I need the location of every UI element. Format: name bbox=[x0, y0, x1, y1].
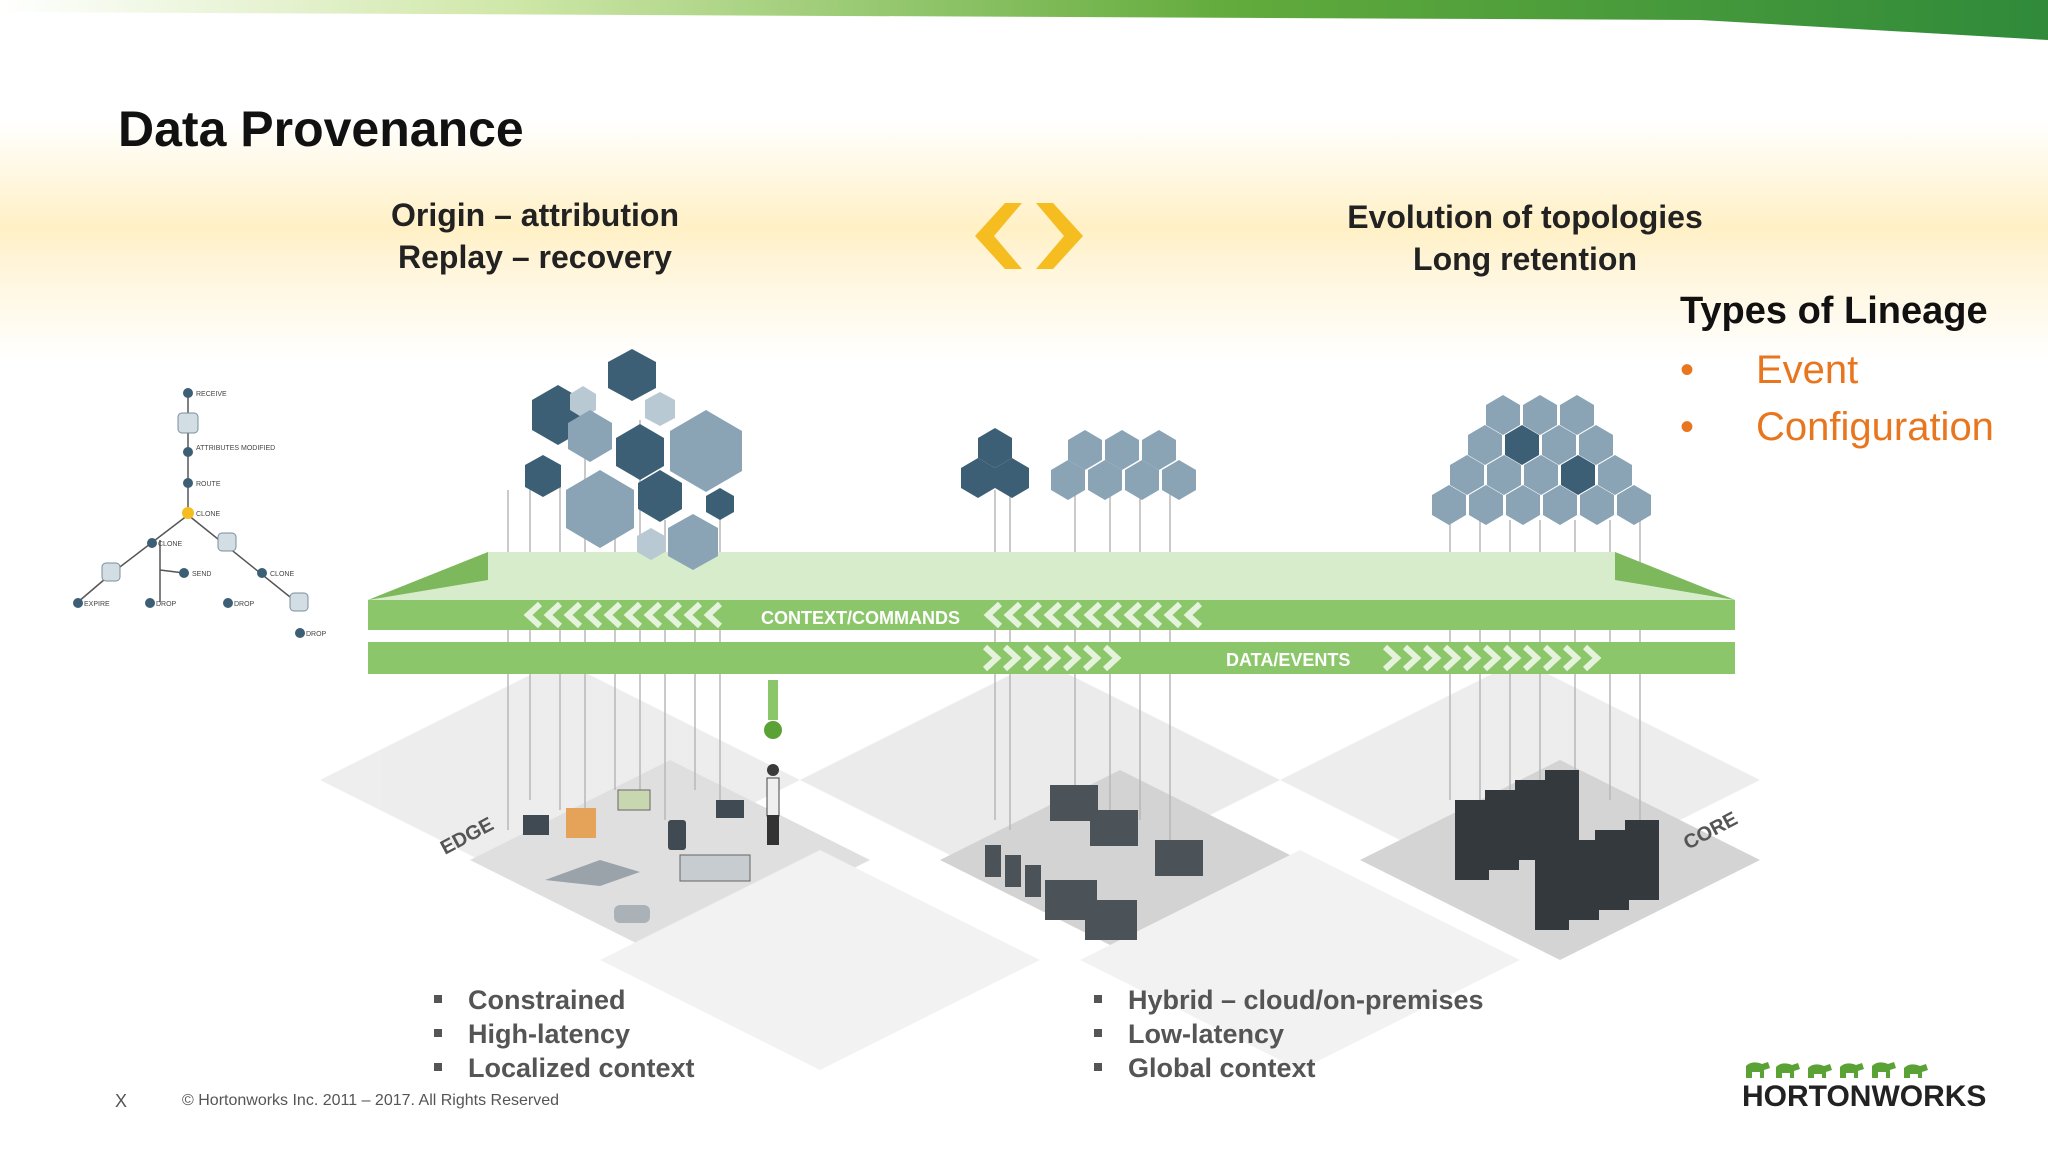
page-number: X bbox=[115, 1091, 128, 1111]
list-item-text: Global context bbox=[1128, 1053, 1316, 1083]
square-bullet-icon bbox=[434, 1028, 442, 1037]
core-servers bbox=[1455, 770, 1659, 930]
list-item: High-latency bbox=[434, 1017, 695, 1051]
list-item-text: Hybrid – cloud/on-premises bbox=[1128, 985, 1484, 1015]
bullet-icon: • bbox=[1680, 348, 1695, 392]
edge-bullet-list: Constrained High-latency Localized conte… bbox=[434, 983, 695, 1085]
square-bullet-icon bbox=[1094, 994, 1102, 1003]
flow-node-label: CLONE bbox=[196, 511, 220, 518]
list-item-text: Constrained bbox=[468, 985, 626, 1015]
lineage-item-configuration: • Configuration bbox=[1680, 405, 1994, 450]
data-band-label: DATA/EVENTS bbox=[1226, 650, 1350, 670]
data-band bbox=[368, 642, 1735, 674]
elephant-herd-icon bbox=[1746, 1062, 1928, 1078]
flow-node-label: CLONE bbox=[158, 541, 182, 548]
flow-node-label: ROUTE bbox=[196, 481, 221, 488]
lineage-title: Types of Lineage bbox=[1680, 290, 1988, 332]
flow-graph-nodes: RECEIVE ATTRIBUTES MODIFIED ROUTE CLONE … bbox=[73, 388, 327, 638]
copyright-text: © Hortonworks Inc. 2011 – 2017. All Righ… bbox=[182, 1092, 560, 1109]
left-header-line-2: Replay – recovery bbox=[398, 239, 672, 275]
left-header-line-1: Origin – attribution bbox=[391, 197, 679, 233]
lineage-item-label: Event bbox=[1756, 348, 1859, 392]
flow-node-label: EXPIRE bbox=[84, 601, 110, 608]
list-item-text: Localized context bbox=[468, 1053, 695, 1083]
core-bullet-list: Hybrid – cloud/on-premises Low-latency G… bbox=[1094, 983, 1484, 1085]
list-item-text: Low-latency bbox=[1128, 1019, 1285, 1049]
slide-title: Data Provenance bbox=[118, 101, 524, 157]
flow-node-label: DROP bbox=[234, 601, 255, 608]
middle-hexagons bbox=[961, 428, 1196, 500]
left-header: Origin – attribution Replay – recovery bbox=[360, 194, 710, 278]
core-hexagons bbox=[1432, 395, 1651, 525]
logo-text: HORTONWORKS bbox=[1742, 1080, 1987, 1113]
flow-node-label: DROP bbox=[156, 601, 177, 608]
lineage-item-label: Configuration bbox=[1756, 405, 1994, 449]
right-header: Evolution of topologies Long retention bbox=[1330, 196, 1720, 280]
square-bullet-icon bbox=[1094, 1028, 1102, 1037]
list-item: Hybrid – cloud/on-premises bbox=[1094, 983, 1484, 1017]
right-header-line-1: Evolution of topologies bbox=[1347, 199, 1703, 235]
list-item: Global context bbox=[1094, 1051, 1484, 1085]
flow-node-label: DROP bbox=[306, 631, 327, 638]
square-bullet-icon bbox=[434, 1062, 442, 1071]
edge-devices bbox=[523, 680, 782, 923]
top-accent-band bbox=[0, 0, 2048, 40]
list-item: Low-latency bbox=[1094, 1017, 1484, 1051]
context-band-label: CONTEXT/COMMANDS bbox=[761, 608, 960, 628]
square-bullet-icon bbox=[434, 994, 442, 1003]
list-item: Constrained bbox=[434, 983, 695, 1017]
list-item: Localized context bbox=[434, 1051, 695, 1085]
list-item-text: High-latency bbox=[468, 1019, 631, 1049]
flow-node-label: CLONE bbox=[270, 571, 294, 578]
middle-servers bbox=[985, 785, 1203, 940]
lineage-item-event: • Event bbox=[1680, 348, 1858, 393]
flow-node-label: RECEIVE bbox=[196, 391, 227, 398]
right-header-line-2: Long retention bbox=[1413, 241, 1637, 277]
flow-node-label: SEND bbox=[192, 571, 211, 578]
bullet-icon: • bbox=[1680, 405, 1695, 449]
flow-node-label: ATTRIBUTES MODIFIED bbox=[196, 445, 275, 452]
context-arrows bbox=[523, 601, 1203, 629]
square-bullet-icon bbox=[1094, 1062, 1102, 1071]
header-glow bbox=[0, 120, 2048, 360]
bidirectional-chevrons-icon bbox=[975, 203, 1083, 269]
edge-device-hexagons bbox=[525, 349, 742, 570]
hortonworks-logo: HORTONWORKS bbox=[1742, 1058, 1986, 1113]
data-arrows bbox=[982, 644, 1602, 672]
